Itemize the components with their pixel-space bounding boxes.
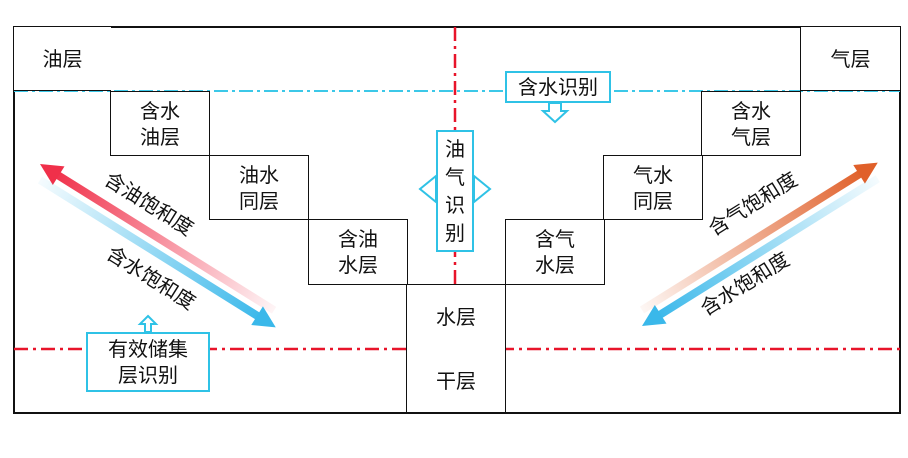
water-layer-cell: 水层 (406, 284, 506, 349)
water-identify-pointer (540, 102, 570, 124)
oil-layer-cell: 油层 (14, 27, 111, 91)
water-saturation-arrow-left (37, 176, 276, 328)
reservoir-identify-callout: 有效储集 层识别 (86, 332, 210, 392)
water-bearing-gas-cell: 含水 气层 (701, 91, 801, 156)
oil-gas-identify-left-arrow (418, 173, 437, 205)
gas-water-cell: 气水 同层 (603, 155, 703, 220)
oil-water-cell: 油水 同层 (209, 155, 309, 220)
dry-layer-cell: 干层 (406, 349, 506, 413)
oil-gas-identify-right-arrow (473, 173, 492, 205)
oil-gas-identify-callout: 油 气 识 别 (436, 130, 474, 252)
gas-saturation-arrow (639, 162, 878, 314)
oil-bearing-water-cell: 含油 水层 (308, 219, 408, 285)
water-identify-callout: 含水识别 (505, 71, 611, 103)
outer-frame (13, 26, 901, 414)
reservoir-identify-pointer (137, 314, 159, 333)
water-bearing-oil-cell: 含水 油层 (110, 91, 210, 156)
oil-saturation-arrow (40, 164, 277, 314)
gas-layer-cell: 气层 (800, 27, 900, 91)
water-saturation-arrow-right (642, 175, 880, 326)
gas-bearing-water-cell: 含气 水层 (505, 219, 605, 285)
